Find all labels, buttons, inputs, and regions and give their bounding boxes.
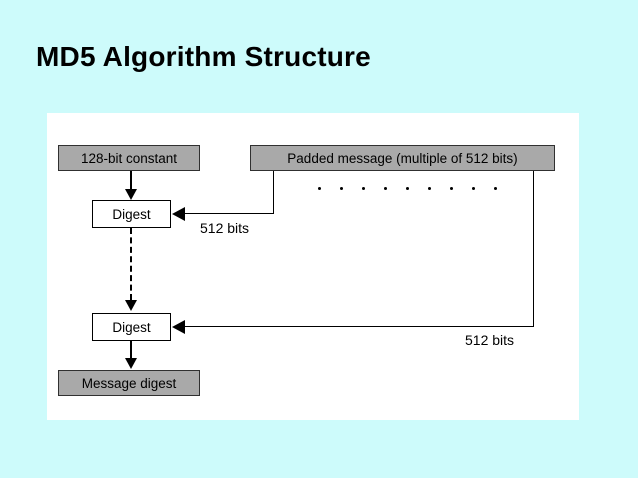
edge-block1-vertical (273, 171, 274, 213)
node-digest-last-label: Digest (112, 319, 151, 335)
arrowhead-digest-chain-icon (125, 300, 137, 311)
edge-constant-to-digest (130, 171, 132, 190)
node-128-bit-constant-label: 128-bit constant (80, 150, 178, 166)
node-message-digest-label: Message digest (81, 375, 177, 391)
edge-blockn-vertical (533, 171, 534, 326)
ellipsis-dot (384, 187, 387, 190)
edge-block1-horizontal (175, 213, 274, 214)
ellipsis-dot (406, 187, 409, 190)
node-padded-message-label: Padded message (multiple of 512 bits) (287, 150, 518, 166)
arrowhead-block1-icon (172, 207, 185, 221)
node-digest-last: Digest (92, 313, 171, 341)
arrowhead-blockn-icon (172, 320, 185, 334)
diagram-panel: 128-bit constant Padded message (multipl… (47, 113, 579, 420)
node-digest-first-label: Digest (112, 206, 151, 222)
edge-label-block1: 512 bits (200, 220, 250, 236)
arrowhead-constant-to-digest-icon (125, 189, 137, 200)
ellipsis-dot (494, 187, 497, 190)
node-padded-message: Padded message (multiple of 512 bits) (250, 145, 555, 171)
ellipsis-dot (450, 187, 453, 190)
node-digest-first: Digest (92, 200, 171, 228)
node-message-digest: Message digest (58, 370, 200, 396)
node-128-bit-constant: 128-bit constant (58, 145, 200, 171)
ellipsis-dot (472, 187, 475, 190)
edge-blockn-horizontal (175, 326, 534, 327)
page-title: MD5 Algorithm Structure (36, 41, 371, 72)
ellipsis-dots (318, 187, 516, 190)
edge-digest-to-output (130, 341, 132, 359)
ellipsis-dot (318, 187, 321, 190)
arrowhead-digest-to-output-icon (125, 358, 137, 369)
edge-label-blockn: 512 bits (465, 332, 515, 348)
ellipsis-dot (340, 187, 343, 190)
ellipsis-dot (362, 187, 365, 190)
ellipsis-dot (428, 187, 431, 190)
edge-digest-chain-dashed (130, 228, 132, 300)
